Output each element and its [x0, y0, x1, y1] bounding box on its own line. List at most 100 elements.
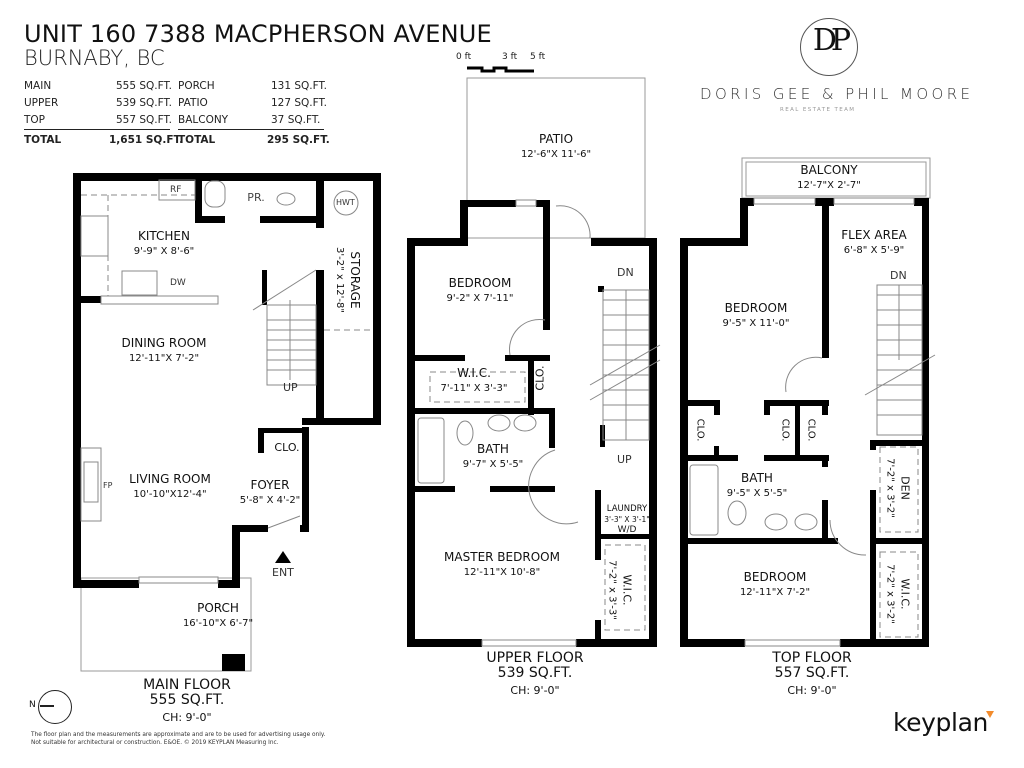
- compass-north-label: N: [29, 700, 36, 710]
- area-value: 555 SQ.FT.: [116, 80, 173, 92]
- room-dimensions: 6'-8" X 5'-9": [843, 245, 905, 256]
- area-summary-table: MAIN 555 SQ.FT. PORCH 131 SQ.FT. UPPER 5…: [24, 80, 334, 150]
- room-dimensions: 9'-7" X 5'-5": [462, 459, 524, 470]
- room-powder: PR.: [247, 191, 265, 204]
- north-arrow-icon: [40, 705, 54, 707]
- disclaimer-line-2: Not suitable for architectural or constr…: [31, 740, 279, 746]
- total-value: 1,651 SQ.FT.: [109, 134, 184, 146]
- room-name: FLEX AREA: [841, 228, 907, 242]
- area-value: 131 SQ.FT.: [271, 80, 328, 92]
- room-top-closet-2: CLO.: [779, 418, 791, 442]
- room-top-bath: BATH 9'-5" X 5'-5": [727, 471, 788, 499]
- floor-name: UPPER FLOOR: [486, 650, 584, 666]
- stairs-up-label: UP: [283, 381, 298, 394]
- north-compass-icon: [38, 690, 72, 724]
- room-top-wic: W.I.C. 7'-2" x 3'-2": [885, 564, 912, 624]
- room-name: W.I.C.: [898, 578, 912, 610]
- brand-monogram: DP: [812, 23, 851, 58]
- room-dimensions: 7'-2" x 3'-2": [884, 564, 896, 624]
- room-top-closet-3: CLO.: [805, 418, 817, 442]
- room-top-bedroom-1: BEDROOM 9'-5" X 11'-0": [723, 301, 790, 329]
- floor-name: TOP FLOOR: [772, 650, 852, 666]
- room-name: BEDROOM: [724, 301, 788, 315]
- disclaimer: The floor plan and the measurements are …: [31, 731, 325, 747]
- washer-dryer-label: W/D: [617, 525, 637, 535]
- room-name: FOYER: [250, 478, 290, 492]
- area-label: TOP: [24, 114, 46, 126]
- ceiling-height: CH: 9'-0": [162, 711, 212, 724]
- total-value: 295 SQ.FT.: [267, 134, 330, 146]
- room-living: LIVING ROOM 10'-10"X12'-4": [129, 472, 211, 500]
- room-dimensions: 12'-7"X 2'-7": [797, 180, 861, 191]
- brand-tagline: REAL ESTATE TEAM: [780, 107, 856, 113]
- room-dimensions: 9'-2" X 7'-11": [446, 293, 514, 304]
- ceiling-height: CH: 9'-0": [510, 684, 560, 697]
- room-name: BATH: [741, 471, 773, 485]
- room-name: W.I.C.: [457, 366, 491, 380]
- room-name: DEN: [898, 476, 912, 500]
- room-dimensions: 16'-10"X 6'-7": [182, 618, 254, 629]
- room-upper-wic: W.I.C. 7'-11" X 3'-3": [441, 366, 508, 394]
- room-name: BEDROOM: [448, 276, 512, 290]
- room-dimensions: 12'-6"X 11'-6": [520, 149, 592, 160]
- room-name: MASTER BEDROOM: [444, 550, 560, 564]
- total-label: TOTAL: [178, 134, 216, 146]
- upper-floor-plan: [407, 77, 661, 647]
- room-top-bedroom-2: BEDROOM 12'-11"X 7'-2": [740, 570, 810, 598]
- scale-tick-0: 0 ft: [456, 52, 472, 62]
- entrance-label: ENT: [272, 566, 294, 579]
- room-name: PATIO: [538, 132, 574, 146]
- room-kitchen: KITCHEN 9'-9" X 8'-6": [134, 229, 195, 257]
- stairs-down-label: DN: [617, 266, 634, 279]
- room-name: LAUNDRY: [606, 504, 648, 514]
- scale-bar: 0 ft 3 ft 5 ft: [456, 52, 556, 82]
- area-value: 557 SQ.FT.: [116, 114, 173, 126]
- divider: [178, 129, 324, 130]
- keyplan-logo-mark-icon: [986, 711, 994, 718]
- property-city: BURNABY, BC: [24, 46, 165, 70]
- room-upper-bedroom: BEDROOM 9'-2" X 7'-11": [447, 276, 514, 304]
- room-flex-area: FLEX AREA 6'-8" X 5'-9": [841, 228, 907, 256]
- room-upper-closet: CLO.: [533, 365, 547, 391]
- room-dimensions: 12'-11"X 7'-2": [128, 353, 200, 364]
- scale-tick-3: 3 ft: [502, 52, 518, 62]
- room-dimensions: 7'-11" X 3'-3": [440, 383, 508, 394]
- area-label: BALCONY: [178, 114, 229, 126]
- room-name: DINING ROOM: [121, 336, 207, 350]
- room-storage: STORAGE 3'-2" x 12'-8": [334, 247, 362, 313]
- room-den: DEN 7'-2" x 3'-2": [885, 458, 912, 518]
- room-dining: DINING ROOM 12'-11"X 7'-2": [122, 336, 207, 364]
- room-master-wic: W.I.C. 7'-2" x 3'-3": [607, 560, 634, 620]
- area-label: UPPER: [24, 97, 59, 109]
- keyplan-logo: keyplan: [893, 708, 988, 737]
- brand-name: DORIS GEE & PHIL MOORE: [700, 85, 974, 103]
- room-dimensions: 12'-11"X 7'-2": [739, 587, 811, 598]
- room-name: KITCHEN: [137, 229, 190, 243]
- disclaimer-line-1: The floor plan and the measurements are …: [31, 732, 326, 738]
- dishwasher-label: DW: [170, 278, 186, 288]
- room-dimensions: 9'-5" X 11'-0": [722, 318, 790, 329]
- ceiling-height: CH: 9'-0": [787, 684, 837, 697]
- scale-bar-graphic: [467, 66, 534, 73]
- room-foyer: FOYER 5'-8" X 4'-2": [240, 478, 301, 506]
- main-floor-plan: [73, 173, 381, 672]
- stairs-down-label: DN: [890, 269, 907, 282]
- room-patio: PATIO 12'-6"X 11'-6": [521, 132, 591, 160]
- room-master-bedroom: MASTER BEDROOM 12'-11"X 10'-8": [444, 550, 560, 578]
- room-name: BATH: [477, 442, 509, 456]
- room-main-closet: CLO.: [274, 441, 300, 454]
- room-dimensions: 7'-2" x 3'-2": [884, 458, 896, 518]
- room-dimensions: 10'-10"X12'-4": [133, 489, 207, 500]
- area-label: PATIO: [178, 97, 208, 109]
- upper-floor-caption: UPPER FLOOR 539 SQ.FT. CH: 9'-0": [486, 650, 584, 698]
- main-floor-caption: MAIN FLOOR 555 SQ.FT. CH: 9'-0": [143, 677, 231, 725]
- brand-logo-circle: [800, 18, 858, 76]
- room-top-closet-1: CLO.: [694, 418, 706, 442]
- floor-name: MAIN FLOOR: [143, 677, 231, 693]
- divider: [24, 129, 170, 130]
- room-dimensions: 5'-8" X 4'-2": [239, 495, 301, 506]
- room-dimensions: 12'-11"X 10'-8": [463, 567, 541, 578]
- room-upper-bath: BATH 9'-7" X 5'-5": [463, 442, 524, 470]
- property-address-title: UNIT 160 7388 MACPHERSON AVENUE: [24, 20, 492, 48]
